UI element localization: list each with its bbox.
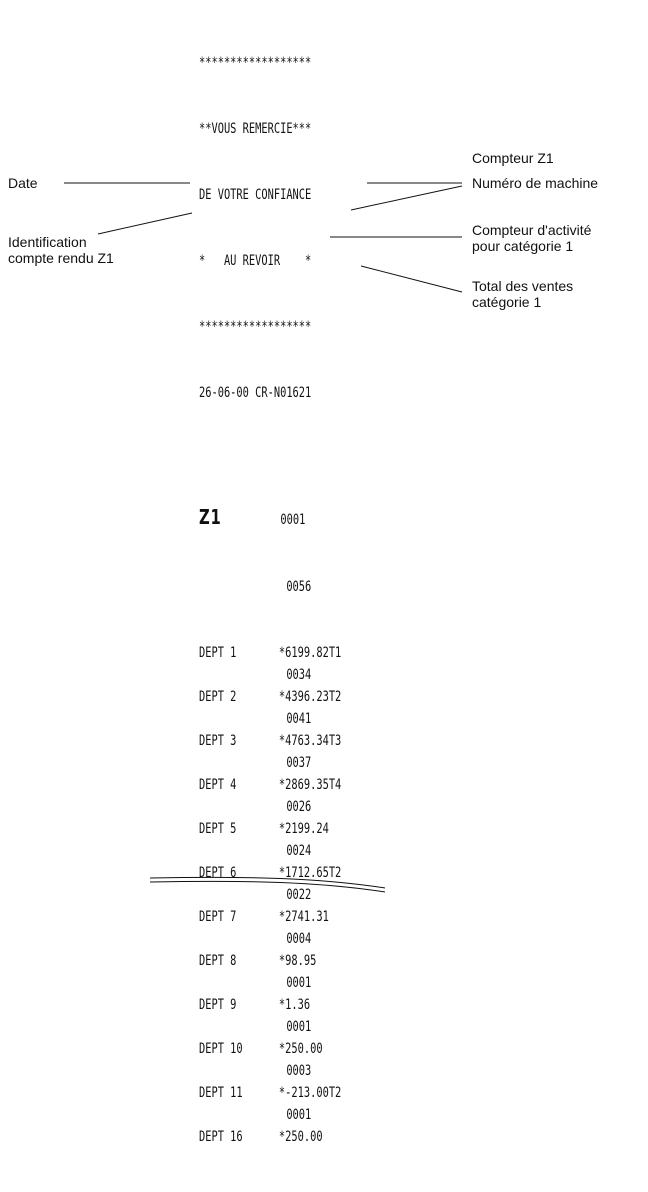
department-label: DEPT 3: [199, 733, 237, 749]
department-row: DEPT 3 *4763.34T3: [199, 730, 341, 752]
department-count: 0004: [286, 931, 312, 947]
annotation-activity-counter-line1: Compteur d'activité: [472, 222, 592, 238]
annotation-z1-counter: Compteur Z1: [472, 150, 554, 166]
department-row: DEPT 5 *2199.24: [199, 818, 332, 840]
department-count: 0001: [286, 1107, 312, 1123]
department-label: DEPT 2: [199, 689, 237, 705]
department-count: 0003: [286, 1063, 312, 1079]
department-row: DEPT 9 *1.36: [199, 994, 332, 1016]
department-label: DEPT 8: [199, 953, 237, 969]
department-total: *98.95: [278, 953, 317, 969]
department-total: *6199.82T1: [278, 645, 342, 661]
activity-counter: 0056: [286, 579, 312, 595]
receipt-header-line: ******************: [199, 319, 312, 335]
annotation-date: Date: [8, 175, 38, 191]
department-label: DEPT 11: [199, 1085, 243, 1101]
report-id: Z1: [199, 505, 222, 529]
department-label: DEPT 4: [199, 777, 237, 793]
department-count: 0041: [286, 711, 312, 727]
department-count: 0034: [286, 667, 312, 683]
department-total: *-213.00T2: [278, 1085, 342, 1101]
leader-identification: [97, 212, 193, 235]
receipt-header-line: DE VOTRE CONFIANCE: [199, 187, 312, 203]
department-row: DEPT 8 *98.95: [199, 950, 332, 972]
z1-row: Z1 0001: [199, 506, 332, 532]
receipt-date-line: 26-06-00 CR-N01621: [199, 385, 312, 401]
department-total: *2199.24: [278, 821, 329, 837]
department-row: DEPT 2 *4396.23T2: [199, 686, 341, 708]
z-counter: 0001: [280, 512, 306, 528]
department-count: 0026: [286, 799, 312, 815]
annotation-identification: Identification compte rendu Z1: [8, 234, 114, 266]
department-count: 0001: [286, 975, 312, 991]
department-total: *4763.34T3: [278, 733, 342, 749]
annotation-activity-counter-line2: pour catégorie 1: [472, 238, 574, 254]
annotation-machine-number: Numéro de machine: [472, 175, 599, 191]
receipt-header-line: **VOUS REMERCIE***: [199, 121, 312, 137]
annotation-identification-line2: compte rendu Z1: [8, 250, 114, 266]
department-total: *1712.65T2: [278, 865, 342, 881]
receipt-page: ****************** **VOUS REMERCIE*** DE…: [8, 55, 599, 1145]
department-label: DEPT 16: [199, 1129, 243, 1145]
department-count: 0022: [286, 887, 312, 903]
leader-sales-total: [360, 265, 463, 293]
annotation-leader-lines: [64, 182, 463, 293]
department-total: *2869.35T4: [278, 777, 342, 793]
department-count: 0001: [286, 1019, 312, 1035]
leader-z1-counter: [350, 185, 463, 211]
department-label: DEPT 5: [199, 821, 237, 837]
annotation-activity-counter: Compteur d'activité pour catégorie 1: [472, 222, 591, 254]
department-count: 0037: [286, 755, 312, 771]
department-count: 0024: [286, 843, 312, 859]
receipt-header-line: * AU REVOIR *: [199, 253, 312, 269]
annotation-sales-total: Total des ventes catégorie 1: [472, 278, 573, 310]
department-row: DEPT 16 *250.00: [199, 1126, 332, 1148]
department-label: DEPT 10: [199, 1041, 243, 1057]
department-row: DEPT 10 *250.00: [199, 1038, 332, 1060]
paper-tear-mark: [150, 876, 386, 893]
department-row: DEPT 11 *-213.00T2: [199, 1082, 341, 1104]
annotation-sales-total-line1: Total des ventes: [472, 278, 574, 294]
department-total: *4396.23T2: [278, 689, 342, 705]
receipt-header-line: ******************: [199, 55, 312, 71]
annotation-sales-total-line2: catégorie 1: [472, 294, 542, 310]
department-row: DEPT 4 *2869.35T4: [199, 774, 341, 796]
department-label: DEPT 9: [199, 997, 237, 1013]
department-total: *250.00: [278, 1129, 323, 1145]
department-total: *1.36: [278, 997, 311, 1013]
department-total: *250.00: [278, 1041, 323, 1057]
department-row: DEPT 1 *6199.82T1: [199, 642, 341, 664]
department-label: DEPT 1: [199, 645, 237, 661]
annotation-identification-line1: Identification: [8, 234, 87, 250]
